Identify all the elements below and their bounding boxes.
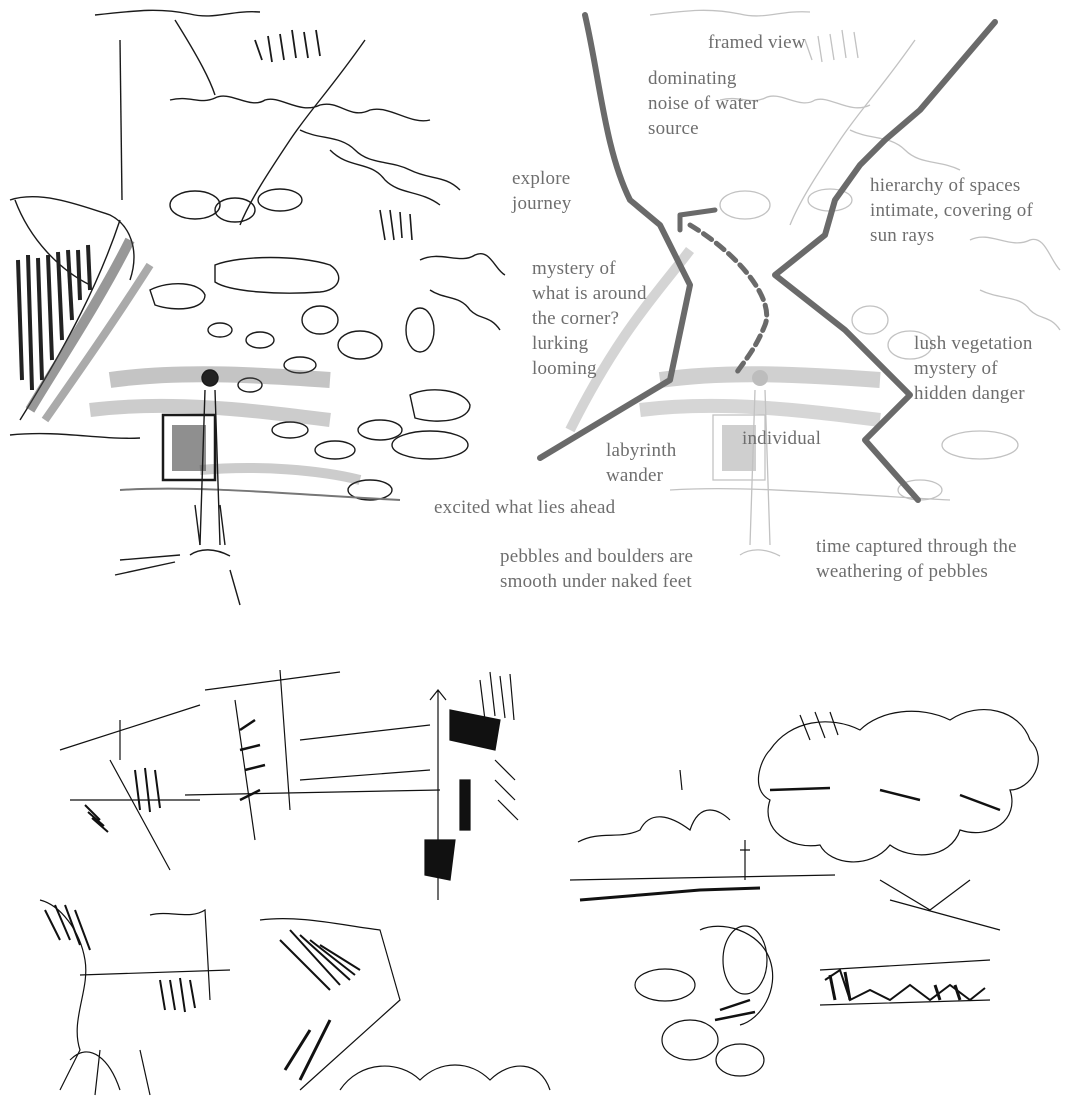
annotation-individual: individual bbox=[742, 426, 821, 451]
thumbnail-sketches bbox=[40, 670, 1038, 1095]
journey-dashed-route bbox=[690, 225, 767, 375]
annotation-framed-view: framed view bbox=[708, 30, 806, 55]
annotation-lush-vegetation: lush vegetation mystery of hidden danger bbox=[914, 331, 1033, 406]
annotation-excited: excited what lies ahead bbox=[434, 495, 615, 520]
annotation-explore-journey: explore journey bbox=[512, 166, 571, 216]
annotation-pebbles-boulders: pebbles and boulders are smooth under na… bbox=[500, 544, 693, 594]
stream-perspective-sketch bbox=[10, 10, 505, 605]
annotation-dominating-noise: dominating noise of water source bbox=[648, 66, 758, 141]
annotation-time-captured: time captured through the weathering of … bbox=[816, 534, 1017, 584]
annotation-labyrinth: labyrinth wander bbox=[606, 438, 676, 488]
annotation-hierarchy-of-spaces: hierarchy of spaces intimate, covering o… bbox=[870, 173, 1033, 248]
annotation-mystery-corner: mystery of what is around the corner? lu… bbox=[532, 256, 647, 381]
